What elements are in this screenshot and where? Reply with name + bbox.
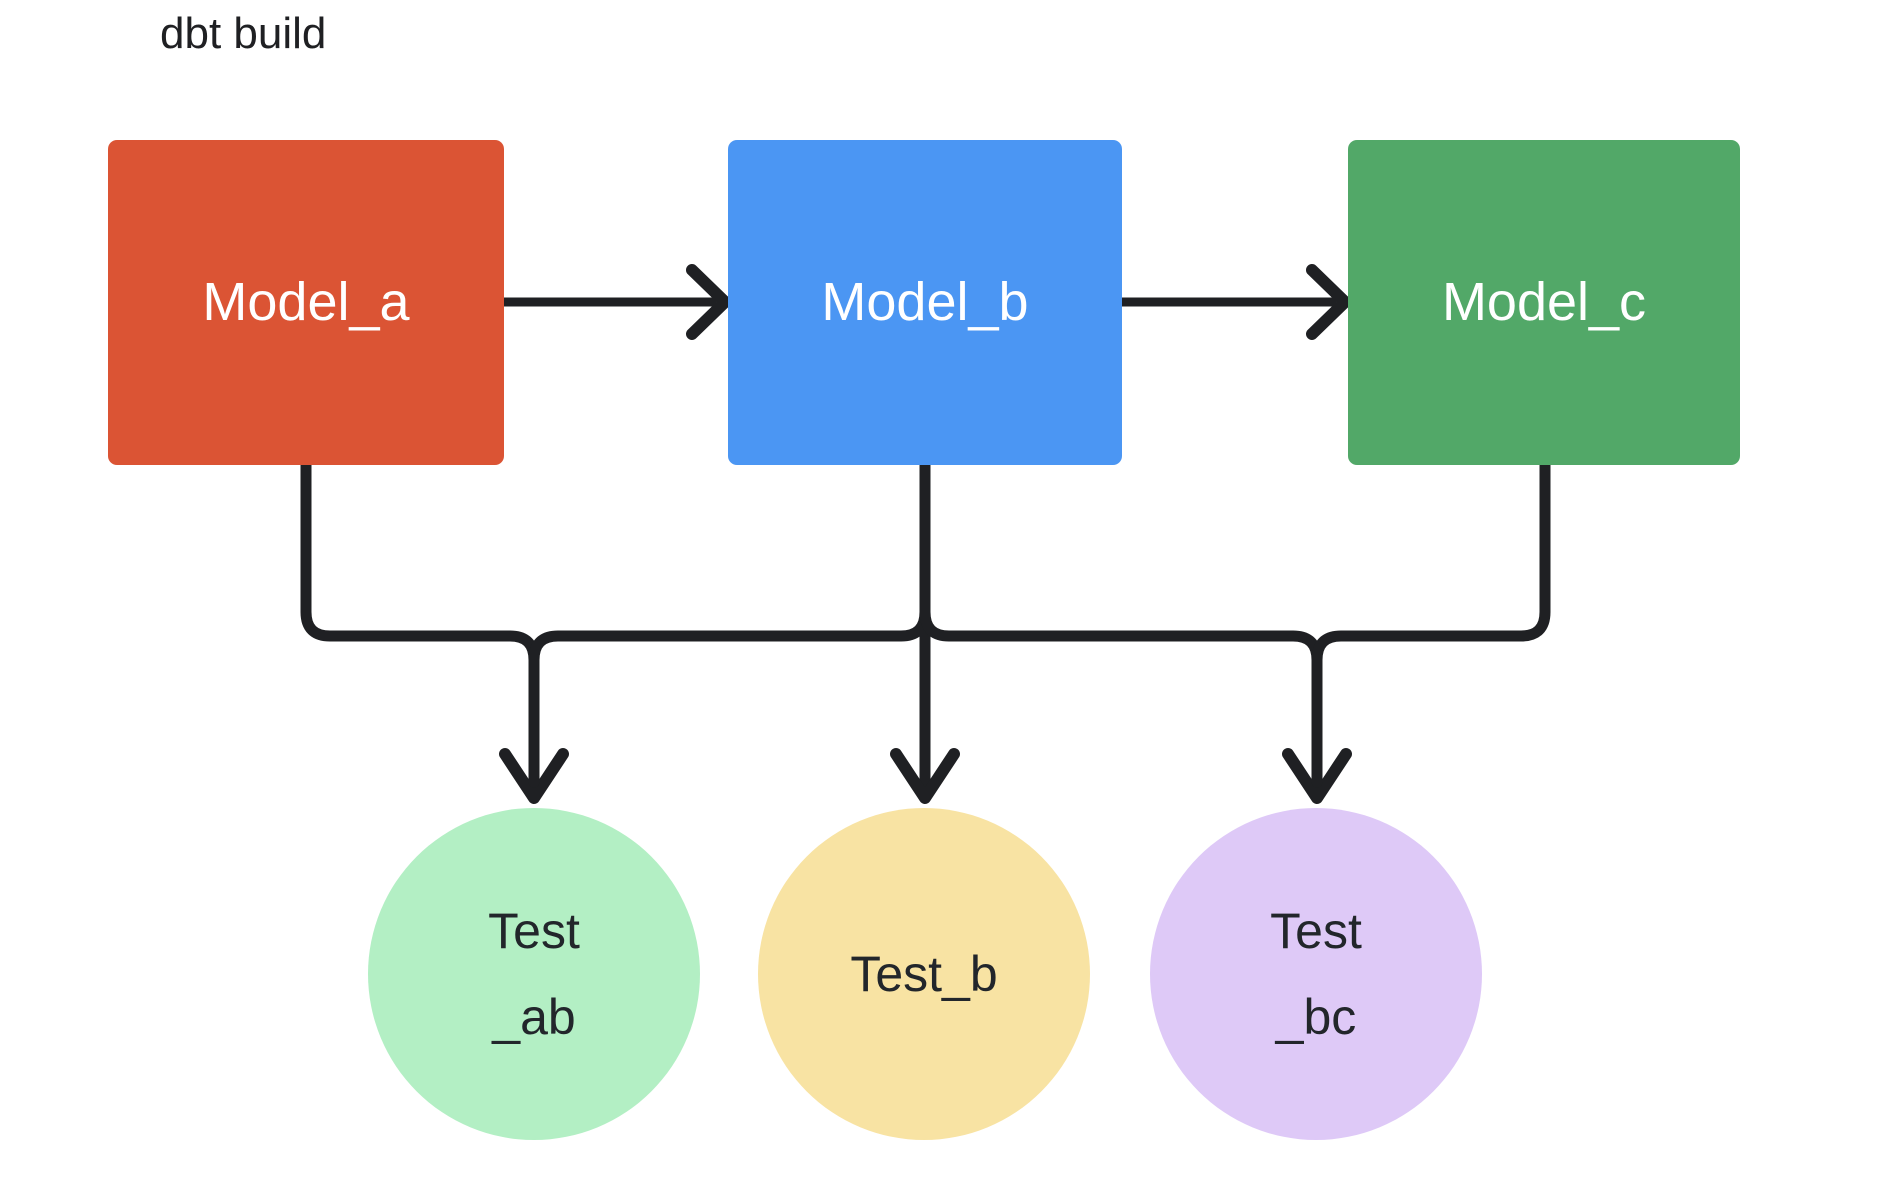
edge-model-b-to-test-ab [528,459,931,788]
edge-model-c-to-test-bc [1311,459,1551,788]
node-model-a[interactable]: Model_a [108,140,504,465]
edge-model-a-to-test-ab [300,459,569,804]
node-model-a-label: Model_a [202,272,410,333]
node-model-b[interactable]: Model_b [728,140,1122,465]
node-test-ab[interactable]: Test _ab [368,808,700,1140]
edge-model-b-to-test-b [890,459,960,804]
node-model-c[interactable]: Model_c [1348,140,1740,465]
diagram-title: dbt build [160,9,327,58]
node-test-b-label: Test_b [850,946,998,1002]
node-model-b-label: Model_b [821,272,1029,333]
node-test-ab-label: Test _ab [488,903,580,1045]
edge-model-b-to-model-c [1117,264,1351,340]
node-test-b[interactable]: Test_b [758,808,1090,1140]
node-model-c-label: Model_c [1441,272,1647,333]
edge-model-a-to-model-b [499,264,731,340]
edge-model-b-to-test-bc [919,459,1352,804]
node-test-bc[interactable]: Test _bc [1150,808,1482,1140]
node-test-bc-label: Test _bc [1270,903,1362,1045]
